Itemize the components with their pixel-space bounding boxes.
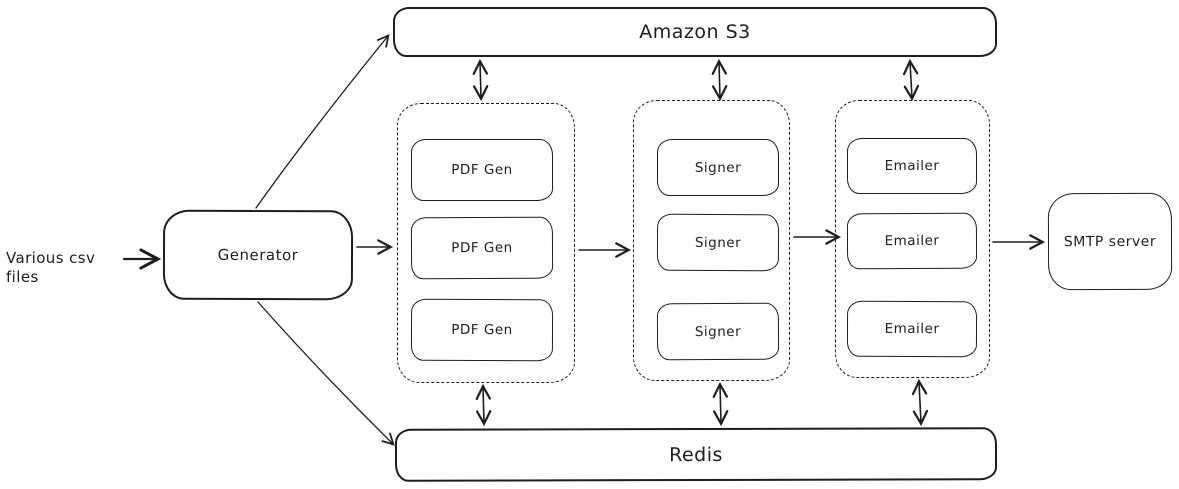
signer-label: Signer	[694, 159, 742, 176]
emailer-pool-group: Emailer Emailer Emailer	[835, 100, 990, 378]
signer-node: Signer	[657, 139, 779, 196]
smtp-server-label: SMTP server	[1063, 233, 1157, 250]
smtp-server-node: SMTP server	[1047, 192, 1173, 291]
input-files-label: Various csv files	[6, 249, 96, 286]
signer-node: Signer	[656, 213, 780, 272]
arrow-s3-emailer	[902, 58, 920, 102]
emailer-label: Emailer	[884, 232, 940, 250]
signer-pool-group: Signer Signer Signer	[633, 100, 790, 381]
amazon-s3-label: Amazon S3	[639, 21, 751, 43]
emailer-node: Emailer	[846, 300, 978, 358]
redis-node: Redis	[394, 427, 998, 482]
signer-node: Signer	[656, 302, 780, 361]
redis-label: Redis	[669, 443, 723, 466]
pdf-gen-node: PDF Gen	[411, 139, 553, 201]
signer-label: Signer	[694, 323, 742, 340]
pdf-gen-label: PDF Gen	[451, 239, 513, 257]
emailer-label: Emailer	[884, 320, 940, 338]
arrow-generator-to-s3	[255, 34, 390, 209]
pdf-gen-label: PDF Gen	[451, 162, 513, 178]
arrow-generator-to-redis	[257, 301, 395, 446]
pdf-gen-node: PDF Gen	[410, 216, 554, 280]
emailer-label: Emailer	[884, 158, 940, 174]
arrow-pdf-redis	[475, 383, 492, 427]
emailer-node: Emailer	[846, 212, 978, 270]
pdf-gen-pool-group: PDF Gen PDF Gen PDF Gen	[397, 103, 575, 383]
emailer-node: Emailer	[847, 138, 977, 194]
arrow-s3-pdf	[472, 58, 489, 102]
arrow-signer-redis	[712, 381, 729, 427]
generator-node: Generator	[162, 209, 354, 301]
arrow-s3-signer	[711, 58, 728, 102]
pdf-gen-node: PDF Gen	[410, 298, 554, 362]
signer-label: Signer	[694, 234, 742, 251]
arrow-emailer-redis	[911, 378, 929, 427]
amazon-s3-node: Amazon S3	[393, 7, 997, 57]
generator-label: Generator	[217, 245, 299, 265]
pdf-gen-label: PDF Gen	[451, 321, 513, 339]
